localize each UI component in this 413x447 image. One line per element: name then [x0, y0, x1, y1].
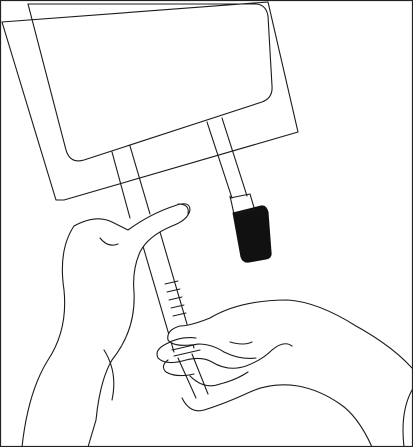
right-hand-lower	[182, 385, 372, 447]
bag-port-left	[112, 146, 150, 218]
right-middle-finger	[190, 372, 248, 386]
bag-port-right	[207, 118, 271, 262]
right-hand-index	[168, 300, 412, 368]
right-wrist	[403, 390, 412, 447]
syringe	[140, 232, 208, 398]
bag-outer-outline	[2, 2, 298, 200]
black-cap	[233, 206, 271, 262]
graduation-mark	[167, 289, 180, 292]
left-hand-thumb	[74, 204, 190, 447]
left-hand-palm	[22, 226, 74, 447]
right-hand	[157, 300, 412, 447]
graduation-mark	[165, 281, 178, 284]
fluid-bag	[2, 2, 298, 200]
left-hand	[22, 204, 190, 447]
bag-inner-window	[28, 4, 272, 161]
port-tube	[207, 118, 247, 198]
left-tube	[112, 146, 150, 218]
